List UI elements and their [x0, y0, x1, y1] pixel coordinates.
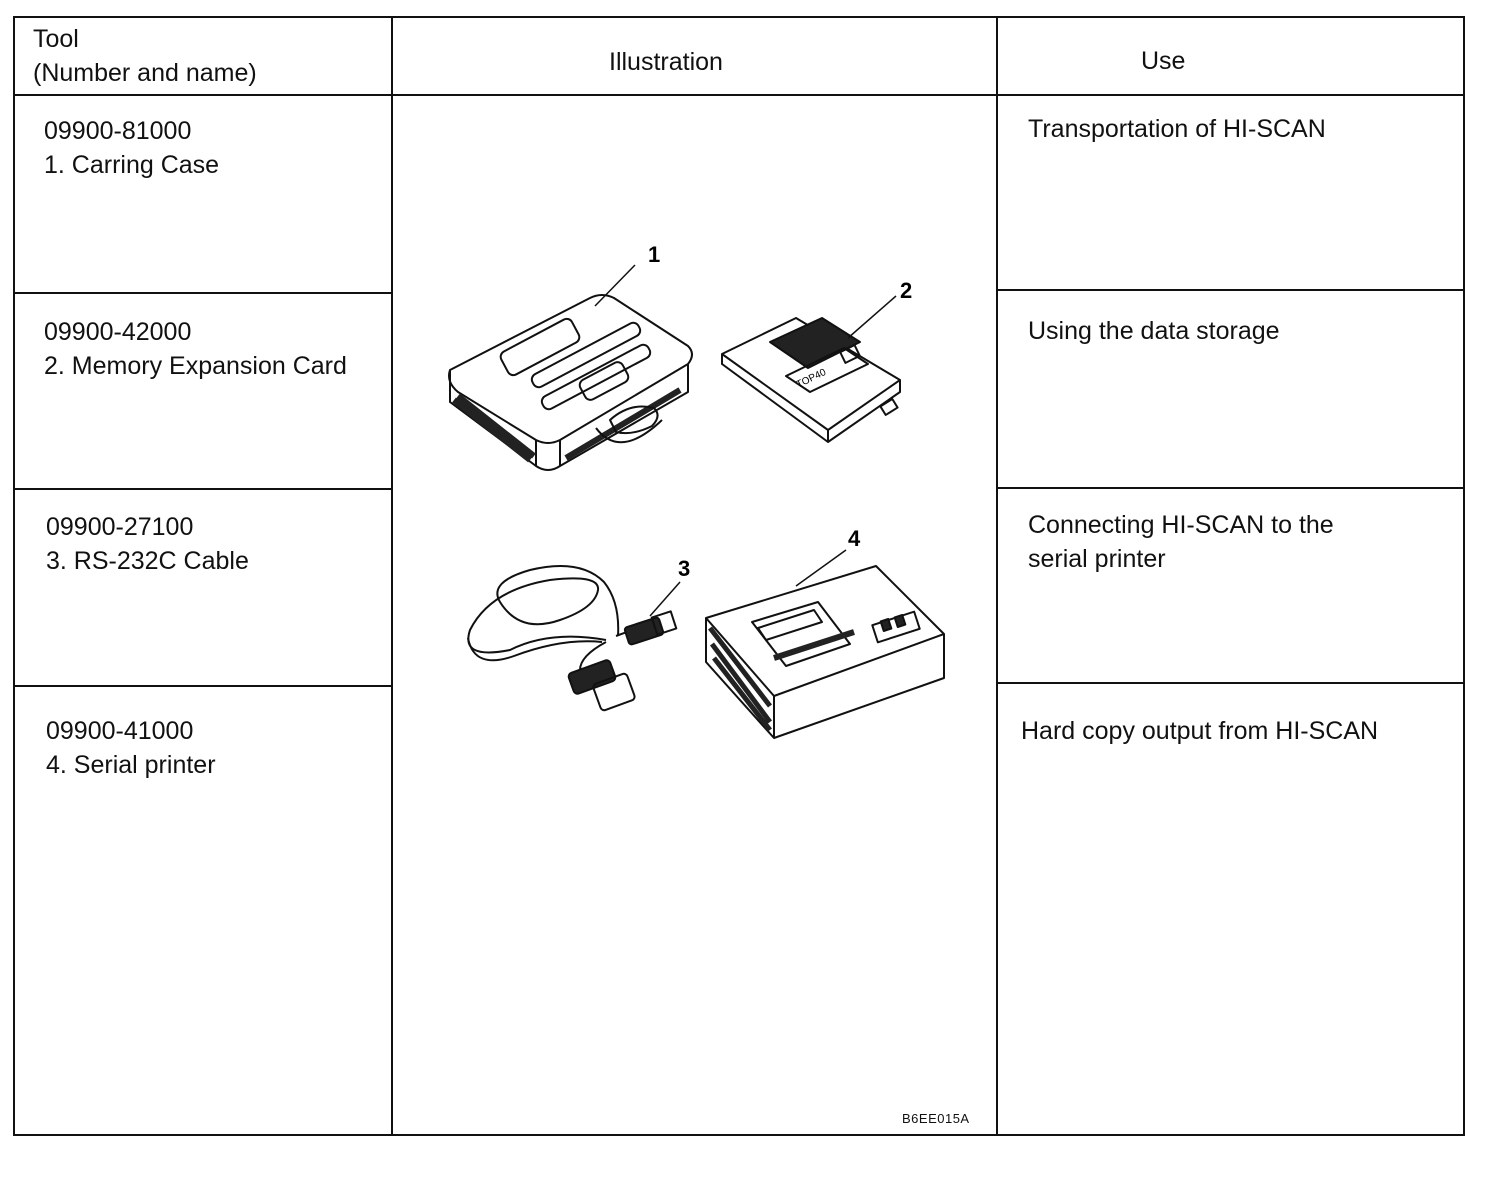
header-tool: Tool (Number and name): [33, 22, 257, 90]
tool-row-2: 09900-42000 2. Memory Expansion Card: [44, 315, 347, 383]
callout-3: 3: [678, 556, 690, 581]
use-row-1: Transportation of HI-SCAN: [1028, 112, 1326, 146]
header-use: Use: [1141, 47, 1186, 75]
memory-card-drawing: [721, 317, 901, 443]
tool-number: 09900-42000: [44, 318, 192, 346]
tool-name: 2. Memory Expansion Card: [44, 352, 347, 380]
figure-code: B6EE015A: [902, 1111, 970, 1126]
tool-name: 1. Carring Case: [44, 151, 220, 179]
use-line: Transportation of HI-SCAN: [1028, 115, 1326, 143]
row-divider-left-3: [13, 685, 393, 687]
row-divider-right-2: [996, 487, 1465, 489]
callout-2: 2: [900, 278, 912, 303]
header-illustration: Illustration: [609, 48, 723, 76]
tool-row-3: 09900-27100 3. RS-232C Cable: [46, 510, 249, 578]
row-divider-right-1: [996, 289, 1465, 291]
row-divider-left-2: [13, 488, 393, 490]
column-divider-1: [391, 16, 393, 1136]
use-line: Hard copy output from HI-SCAN: [1021, 717, 1379, 745]
use-line: Connecting HI-SCAN to the: [1028, 511, 1334, 539]
row-divider-left-1: [13, 292, 393, 294]
tool-row-1: 09900-81000 1. Carring Case: [44, 114, 219, 182]
tool-number: 09900-41000: [46, 717, 194, 745]
rs232c-cable-drawing: [467, 565, 678, 712]
use-row-2: Using the data storage: [1028, 314, 1280, 348]
tool-illustration: 1 2 3 4 TOP40: [448, 242, 945, 739]
carrying-case-drawing: [448, 294, 693, 471]
callout-1: 1: [648, 242, 660, 267]
tool-table: [13, 16, 1465, 1136]
use-row-3: Connecting HI-SCAN to the serial printer: [1028, 508, 1334, 576]
use-line: serial printer: [1028, 545, 1166, 573]
header-divider: [13, 94, 1465, 96]
callout-4: 4: [848, 526, 861, 551]
tool-row-4: 09900-41000 4. Serial printer: [46, 714, 216, 782]
use-line: Using the data storage: [1028, 317, 1280, 345]
tool-number: 09900-27100: [46, 513, 194, 541]
tool-name: 4. Serial printer: [46, 751, 216, 779]
use-row-4: Hard copy output from HI-SCAN: [1021, 714, 1378, 748]
serial-printer-drawing: [705, 565, 945, 739]
header-tool-line2: (Number and name): [33, 59, 257, 87]
column-divider-2: [996, 16, 998, 1136]
row-divider-right-3: [996, 682, 1465, 684]
header-tool-line1: Tool: [33, 25, 79, 53]
tool-number: 09900-81000: [44, 117, 192, 145]
tool-name: 3. RS-232C Cable: [46, 547, 249, 575]
